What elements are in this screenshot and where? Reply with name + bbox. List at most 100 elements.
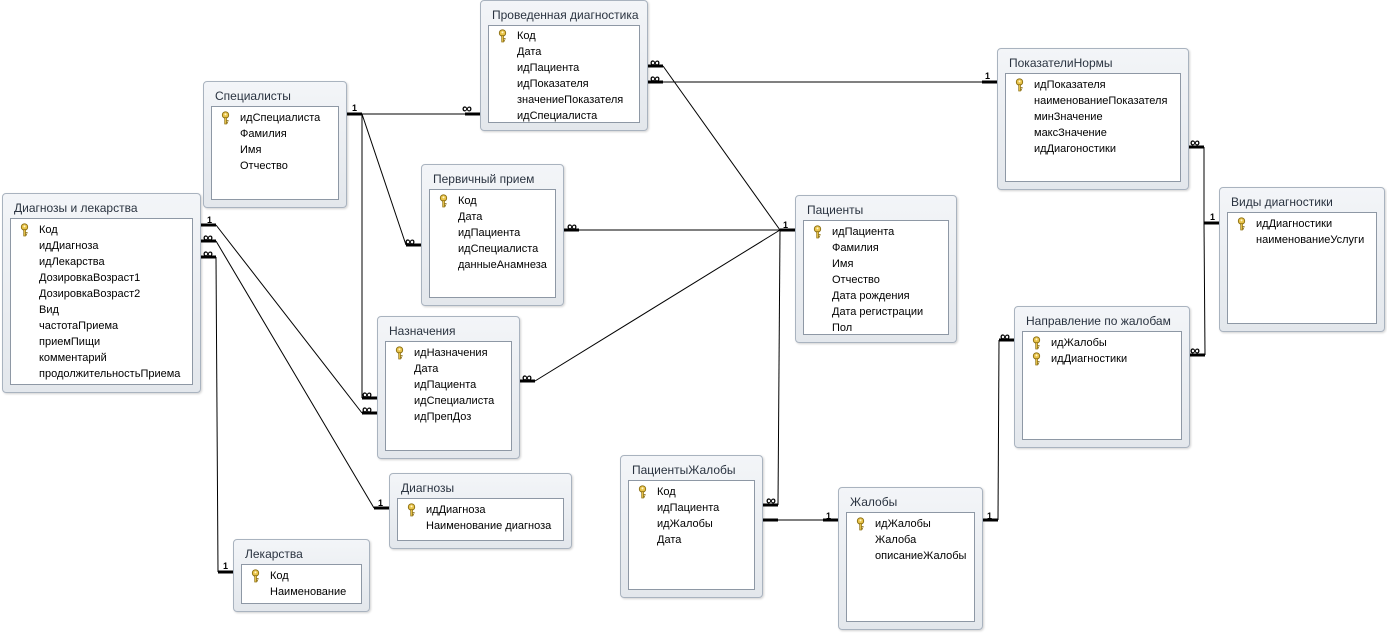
field-row[interactable]: Код: [430, 193, 555, 209]
primary-key-icon: [498, 29, 510, 43]
field-row[interactable]: Дата: [430, 209, 555, 225]
field-row[interactable]: идПациента: [489, 60, 639, 76]
field-row[interactable]: идЖалобы: [629, 516, 754, 532]
field-row[interactable]: Наименование диагноза: [398, 518, 563, 534]
field-row[interactable]: значениеПоказателя: [489, 92, 639, 108]
field-row[interactable]: Дата: [489, 44, 639, 60]
field-row[interactable]: Вид: [11, 302, 192, 318]
field-row[interactable]: продолжительностьПриема: [11, 366, 192, 382]
field-row[interactable]: идПрепДоз: [386, 409, 511, 425]
field-row[interactable]: Отчество: [212, 158, 338, 174]
field-row[interactable]: Код: [242, 568, 361, 584]
field-name: идСпециалиста: [240, 112, 321, 124]
field-row[interactable]: идСпециалиста: [489, 108, 639, 122]
field-row[interactable]: Наименование: [242, 584, 361, 600]
field-row[interactable]: идНазначения: [386, 345, 511, 361]
field-row[interactable]: Код: [629, 484, 754, 500]
field-row[interactable]: идДиагностики: [1023, 351, 1181, 367]
field-name: идПациента: [414, 379, 477, 391]
field-row[interactable]: идПациента: [430, 225, 555, 241]
field-row[interactable]: максЗначение: [1006, 125, 1180, 141]
field-row[interactable]: идДиагноза: [398, 502, 563, 518]
field-row[interactable]: приемПищи: [11, 334, 192, 350]
field-row[interactable]: идЖалобы: [847, 516, 974, 532]
field-name: приемПищи: [39, 336, 101, 348]
field-row[interactable]: ДозировкаВозраст2: [11, 286, 192, 302]
field-row[interactable]: данныеАнамнеза: [430, 257, 555, 273]
field-name: Код: [270, 570, 289, 582]
field-row[interactable]: идПациента: [804, 224, 948, 240]
field-row[interactable]: идПоказателя: [489, 76, 639, 92]
field-name: описаниеЖалобы: [875, 550, 967, 562]
field-row[interactable]: Пол: [804, 320, 948, 334]
field-row[interactable]: Дата рождения: [804, 288, 948, 304]
field-row[interactable]: идПациента: [386, 377, 511, 393]
field-row[interactable]: Код: [489, 28, 639, 44]
primary-key-icon: [221, 111, 233, 125]
primary-key-icon: [1237, 217, 1249, 231]
primary-key-icon: [638, 485, 650, 499]
field-row[interactable]: Дата: [629, 532, 754, 548]
field-row[interactable]: Код: [11, 222, 192, 238]
field-row[interactable]: идСпециалиста: [212, 110, 338, 126]
field-name: Дата: [517, 46, 542, 58]
field-row[interactable]: идЖалобы: [1023, 335, 1181, 351]
field-name: идДиагноза: [426, 504, 486, 516]
field-name: идПациента: [458, 227, 521, 239]
field-row[interactable]: наименованиеПоказателя: [1006, 93, 1180, 109]
field-row[interactable]: идСпециалиста: [386, 393, 511, 409]
field-row[interactable]: описаниеЖалобы: [847, 548, 974, 564]
field-row[interactable]: наименованиеУслуги: [1228, 232, 1376, 248]
field-row[interactable]: комментарий: [11, 350, 192, 366]
primary-key-icon: [439, 194, 451, 208]
field-row[interactable]: Дата регистрации: [804, 304, 948, 320]
field-row[interactable]: минЗначение: [1006, 109, 1180, 125]
field-row[interactable]: Фамилия: [804, 240, 948, 256]
field-row[interactable]: Имя: [212, 142, 338, 158]
field-row[interactable]: Отчество: [804, 272, 948, 288]
table-title: Первичный прием: [433, 172, 535, 186]
field-row[interactable]: идДиагоностики: [1006, 141, 1180, 157]
field-row[interactable]: идДиагностики: [1228, 216, 1376, 232]
field-row[interactable]: Жалоба: [847, 532, 974, 548]
field-row[interactable]: Фамилия: [212, 126, 338, 142]
field-row[interactable]: Имя: [804, 256, 948, 272]
table-title: ПациентыЖалобы: [632, 463, 736, 477]
field-row[interactable]: частотаПриема: [11, 318, 192, 334]
field-name: Наименование диагноза: [426, 520, 552, 532]
field-row[interactable]: идЛекарства: [11, 254, 192, 270]
field-name: данныеАнамнеза: [458, 259, 547, 271]
field-row[interactable]: идПоказателя: [1006, 77, 1180, 93]
field-row[interactable]: идСпециалиста: [430, 241, 555, 257]
field-row[interactable]: идПациента: [629, 500, 754, 516]
field-row[interactable]: Дата: [386, 361, 511, 377]
field-row[interactable]: ДозировкаВозраст1: [11, 270, 192, 286]
field-row[interactable]: идДиагноза: [11, 238, 192, 254]
